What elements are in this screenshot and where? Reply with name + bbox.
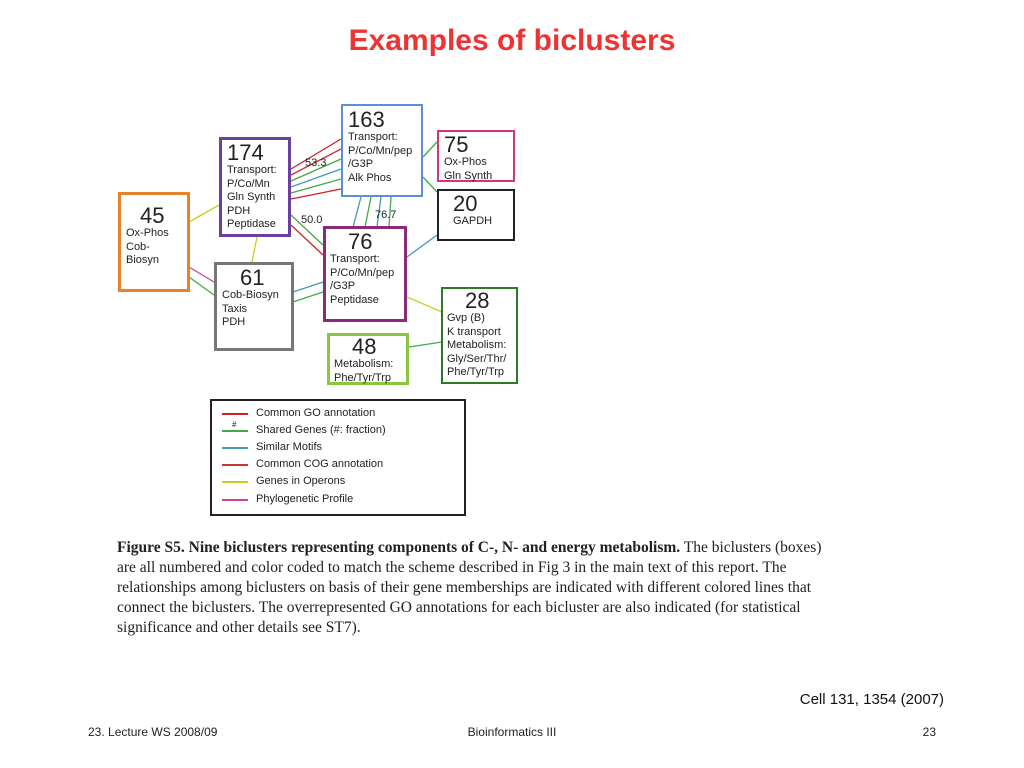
bicluster-28-number: 28 (465, 288, 490, 313)
legend-label: Genes in Operons (256, 475, 346, 487)
figure-caption: Figure S5. Nine biclusters representing … (117, 538, 837, 638)
legend: Common GO annotation # Shared Genes (#: … (210, 399, 466, 516)
bicluster-28: 28 Gvp (B) K transport Metabolism: Gly/S… (441, 287, 518, 384)
bicluster-network-figure: 53.3 50.0 76.7 163 Transport: P/Co/Mn/pe… (117, 97, 518, 517)
legend-label: Common COG annotation (256, 458, 384, 470)
bicluster-45-number: 45 (140, 203, 165, 228)
footer-slide-number: 23 (922, 725, 936, 739)
citation: Cell 131, 1354 (2007) (799, 691, 944, 708)
legend-label: Similar Motifs (256, 441, 323, 453)
bicluster-76-annotation: P/Co/Mn/pep (330, 266, 395, 279)
bicluster-61: 61 Cob-Biosyn Taxis PDH (214, 262, 294, 351)
bicluster-174-annotation: Peptidase (227, 218, 276, 230)
bicluster-45-annotation: Ox-Phos (126, 227, 169, 239)
bicluster-76-annotation: Peptidase (330, 293, 379, 306)
bicluster-76-number: 76 (348, 229, 373, 254)
legend-swatch (222, 413, 248, 415)
bicluster-174-annotation: Gln Synth (227, 191, 276, 203)
bicluster-75: 75 Ox-Phos Gln Synth (437, 130, 515, 182)
legend-label: Phylogenetic Profile (256, 493, 354, 505)
bicluster-163-annotation: Alk Phos (348, 171, 392, 184)
bicluster-75-number: 75 (444, 132, 469, 157)
bicluster-75-annotation: Ox-Phos (444, 156, 487, 168)
bicluster-76-annotation: /G3P (330, 280, 356, 292)
bicluster-174-number: 174 (227, 140, 264, 165)
legend-swatch (222, 464, 248, 466)
bicluster-61-number: 61 (240, 265, 265, 290)
bicluster-76-annotation: Transport: (330, 253, 380, 265)
bicluster-174-annotation: PDH (227, 204, 251, 217)
caption-lead: Figure S5. Nine biclusters representing … (117, 539, 681, 556)
bicluster-20: 20 GAPDH (437, 189, 515, 241)
bicluster-163-annotation: P/Co/Mn/pep (348, 144, 413, 157)
bicluster-45: 45 Ox-Phos Cob-Biosyn (118, 192, 190, 292)
bicluster-163-annotation: /G3P (348, 158, 374, 170)
bicluster-61-annotation: Taxis (222, 302, 248, 315)
bicluster-20-number: 20 (453, 191, 478, 216)
bicluster-20-annotation: GAPDH (453, 215, 493, 227)
bicluster-163-number: 163 (348, 107, 385, 132)
legend-swatch (222, 430, 248, 432)
edge-label-53-3: 53.3 (305, 157, 326, 169)
bicluster-28-annotation: Metabolism: (447, 339, 507, 351)
legend-hash-marker: # (232, 420, 237, 429)
connection-lines: 53.3 50.0 76.7 (188, 138, 443, 348)
bicluster-174: 174 Transport: P/Co/Mn Gln Synth PDH Pep… (219, 137, 291, 237)
legend-label: Common GO annotation (256, 407, 376, 419)
bicluster-48-annotation: Metabolism: (334, 358, 394, 370)
edge-label-50-0: 50.0 (301, 214, 322, 226)
bicluster-75-annotation: Gln Synth (444, 169, 493, 182)
bicluster-163: 163 Transport: P/Co/Mn/pep /G3P Alk Phos (341, 104, 423, 197)
legend-swatch (222, 447, 248, 449)
bicluster-76: 76 Transport: P/Co/Mn/pep /G3P Peptidase (323, 226, 407, 322)
caption-body: The biclusters (boxes) are all numbered … (117, 539, 822, 636)
bicluster-48: 48 Metabolism: Phe/Tyr/Trp (327, 333, 409, 385)
legend-swatch (222, 499, 248, 501)
bicluster-174-annotation: P/Co/Mn (227, 177, 270, 190)
edge-label-76-7: 76.7 (375, 209, 396, 221)
footer-course: Bioinformatics III (467, 725, 557, 739)
legend-label: Shared Genes (#: fraction) (256, 424, 386, 436)
bicluster-28-annotation: K transport (447, 325, 501, 338)
bicluster-163-annotation: Transport: (348, 131, 398, 143)
bicluster-48-number: 48 (352, 334, 377, 359)
legend-swatch (222, 481, 248, 483)
bicluster-61-annotation: PDH (222, 316, 246, 328)
bicluster-174-annotation: Transport: (227, 164, 277, 176)
footer-lecture: 23. Lecture WS 2008/09 (88, 725, 218, 739)
bicluster-28-annotation: Gly/Ser/Thr/ (447, 352, 507, 365)
bicluster-28-annotation: Gvp (B) (447, 312, 485, 324)
bicluster-61-annotation: Cob-Biosyn (222, 289, 279, 301)
bicluster-28-annotation: Phe/Tyr/Trp (447, 366, 505, 378)
bicluster-48-annotation: Phe/Tyr/Trp (334, 371, 392, 384)
bicluster-45-annotation: Cob-Biosyn (126, 240, 160, 267)
slide-title: Examples of biclusters (348, 24, 676, 57)
